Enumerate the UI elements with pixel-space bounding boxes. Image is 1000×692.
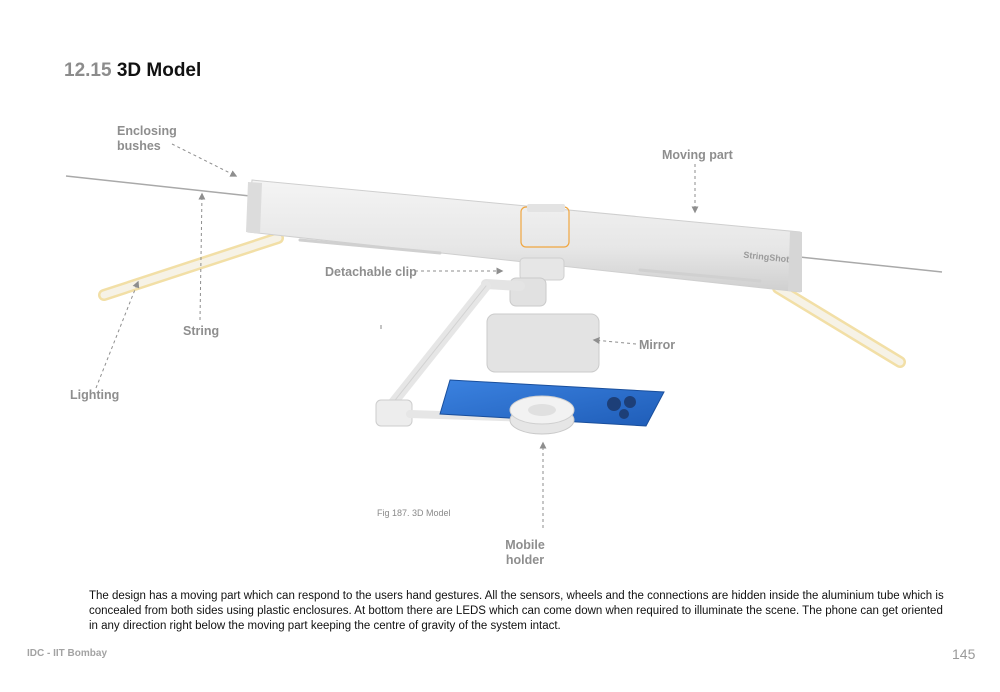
moving-part-tube: StringShot (246, 179, 802, 293)
mobile-holder-puck (509, 395, 575, 435)
section-heading: 12.15 3D Model (64, 60, 201, 82)
label-string: String (183, 324, 220, 338)
section-title: 3D Model (116, 60, 202, 81)
label-mobile-holder-line1: Mobile (505, 538, 545, 552)
label-enclosing-bushes-line2: bushes (117, 139, 161, 153)
label-mobile-holder-line2: holder (505, 553, 545, 567)
label-mirror: Mirror (639, 338, 676, 352)
mirror (486, 313, 600, 373)
leader-arrows (95, 143, 699, 528)
label-moving-part: Moving part (662, 148, 733, 162)
figure-caption: Fig 187. 3D Model (377, 508, 451, 518)
label-enclosing-bushes: Enclosing bushes (117, 124, 177, 154)
label-lighting: Lighting (70, 388, 120, 402)
footer-institution: IDC - IIT Bombay (27, 648, 108, 659)
product-logo: StringShot (743, 250, 790, 265)
page-number: 145 (952, 646, 976, 662)
led-right (772, 282, 906, 368)
led-left (98, 232, 284, 301)
section-number: 12.15 (64, 60, 112, 81)
label-detachable-clip: Detachable clip (325, 265, 417, 279)
label-enclosing-bushes-line1: Enclosing (117, 124, 177, 138)
description-paragraph: The design has a moving part which can r… (89, 590, 944, 632)
string-wire (65, 175, 943, 273)
label-mobile-holder: Mobile holder (500, 538, 550, 568)
